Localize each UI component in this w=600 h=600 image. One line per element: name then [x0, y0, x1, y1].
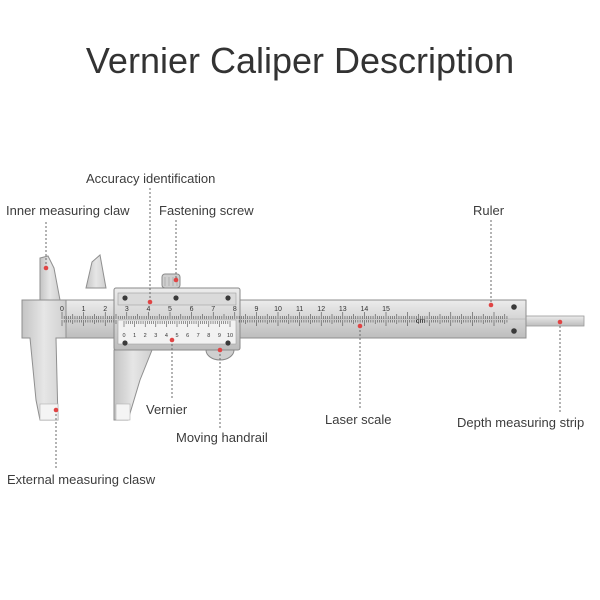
- main-scale-number: 11: [296, 306, 303, 313]
- depth-strip-shape: [519, 315, 585, 327]
- vernier-scale-number: 4: [165, 333, 168, 339]
- label-depth-measuring-strip: Depth measuring strip: [457, 415, 585, 430]
- main-scale-number: 12: [317, 306, 325, 313]
- main-scale-number: 3: [125, 306, 129, 313]
- vernier-scale-number: 10: [227, 333, 233, 339]
- main-scale-number: 9: [254, 306, 258, 313]
- main-scale-number: 6: [190, 306, 194, 313]
- diagram-title: Vernier Caliper Description: [85, 40, 515, 81]
- vernier-scale-ticks: [123, 321, 231, 327]
- moving-inner-claw-shape: [85, 254, 107, 289]
- main-scale-number: 7: [211, 306, 215, 313]
- vernier-scale-number: 1: [133, 333, 136, 339]
- moving-jaw-shape: [113, 349, 153, 421]
- main-scale-number: 15: [382, 306, 390, 313]
- main-scale-number: 8: [233, 306, 237, 313]
- main-scale-number: 2: [103, 306, 107, 313]
- main-scale-number: 1: [82, 306, 86, 313]
- vernier-scale-number: 5: [175, 333, 178, 339]
- vernier-scale-number: 6: [186, 333, 189, 339]
- label-fastening-screw: Fastening screw: [159, 203, 254, 218]
- label-inner-measuring-claw: Inner measuring claw: [6, 203, 130, 218]
- fixed-jaw-shape: [21, 299, 67, 421]
- label-moving-handrail: Moving handrail: [176, 430, 268, 445]
- main-scale-unit: cm: [416, 318, 426, 325]
- leader-lines: [45, 188, 561, 470]
- main-scale-number: 0: [60, 306, 64, 313]
- main-scale-number: 5: [168, 306, 172, 313]
- label-external-measuring-clasw: External measuring clasw: [7, 472, 156, 487]
- vernier-plate-shape: [117, 319, 237, 345]
- vernier-scale-number: 3: [154, 333, 157, 339]
- vernier-scale-number: 8: [207, 333, 210, 339]
- main-scale-number: 4: [146, 306, 150, 313]
- marker-dots: [43, 265, 563, 413]
- main-scale-number: 14: [361, 306, 369, 313]
- main-scale-number: 13: [339, 306, 347, 313]
- main-scale-number: 10: [274, 306, 282, 313]
- label-vernier: Vernier: [146, 402, 188, 417]
- vernier-scale-number: 0: [122, 333, 125, 339]
- vernier-scale-number: 7: [197, 333, 200, 339]
- slider-rivets: [122, 295, 517, 346]
- label-accuracy-identification: Accuracy identification: [86, 171, 216, 186]
- label-ruler: Ruler: [473, 203, 505, 218]
- vernier-scale-number: 2: [144, 333, 147, 339]
- label-laser-scale: Laser scale: [325, 412, 392, 427]
- vernier-scale-numbers: 0 1 2 3 4 5 6 7 8 9 10: [122, 333, 233, 339]
- fixed-inner-claw-shape: [39, 255, 61, 301]
- main-scale-ticks: [61, 312, 508, 326]
- vernier-scale-number: 9: [218, 333, 221, 339]
